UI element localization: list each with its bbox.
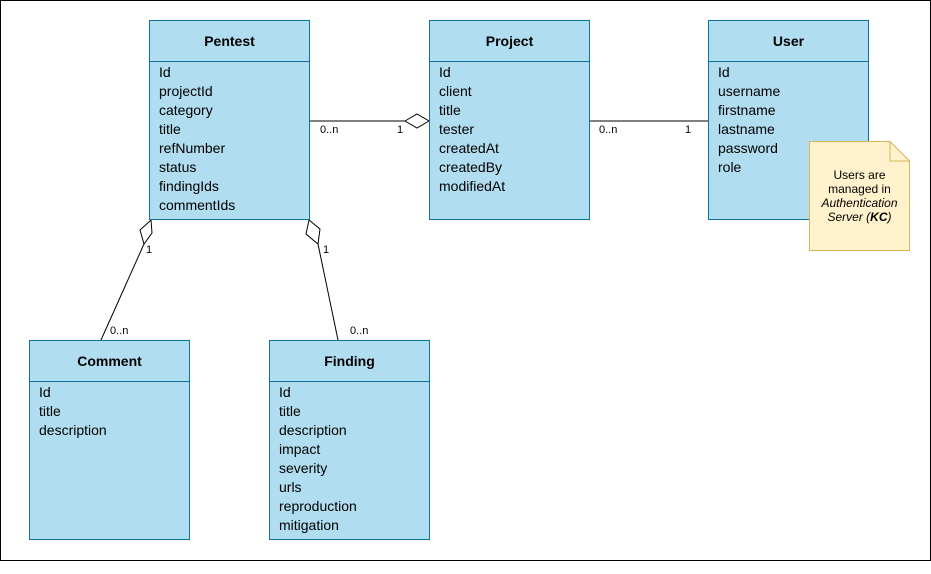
pentest-finding-connector [317, 243, 339, 341]
field: Id [39, 384, 51, 400]
entity-finding[interactable]: Finding Id title description impact seve… [269, 340, 430, 540]
field: firstname [718, 102, 776, 118]
multiplicity-label: 0..n [350, 325, 369, 337]
field: reproduction [279, 498, 357, 514]
entity-fields: Id title description impact severity url… [270, 382, 429, 535]
multiplicity-label: 0..n [110, 325, 129, 337]
multiplicity-label: 1 [397, 124, 404, 136]
entity-pentest[interactable]: Pentest Id projectId category title refN… [149, 20, 310, 220]
note-text-part: ) [887, 210, 892, 224]
field: mitigation [279, 517, 339, 533]
field: urls [279, 479, 302, 495]
entity-title: Pentest [150, 21, 309, 62]
note-text-part: Server ( [827, 210, 871, 224]
multiplicity-label: 1 [323, 244, 330, 256]
pentest-finding-aggregation-diamond [305, 219, 321, 245]
field: impact [279, 441, 321, 457]
field: category [159, 102, 213, 118]
entity-fields: Id client title tester createdAt created… [430, 62, 589, 196]
field: description [279, 422, 347, 438]
entity-fields: Id username firstname lastname password … [709, 62, 868, 177]
multiplicity-label: 0..n [320, 124, 339, 136]
entity-title: Comment [30, 341, 189, 382]
field: Id [439, 64, 451, 80]
field: title [39, 403, 61, 419]
note-line: managed in [828, 182, 891, 196]
multiplicity-label: 0..n [599, 124, 618, 136]
field: createdAt [439, 140, 499, 156]
field: title [439, 102, 461, 118]
field: lastname [718, 121, 775, 137]
entity-title: Project [430, 21, 589, 62]
field: status [159, 159, 197, 175]
field: client [439, 83, 472, 99]
note-text-bold: KC [870, 210, 888, 224]
pentest-comment-connector [100, 243, 145, 341]
note-line: Authentication [821, 196, 898, 210]
field: severity [279, 460, 328, 476]
field: Id [279, 384, 291, 400]
field: Id [718, 64, 730, 80]
field: findingIds [159, 178, 219, 194]
note-shape [809, 141, 910, 251]
field: Id [159, 64, 171, 80]
entity-fields: Id title description [30, 382, 189, 440]
field: description [39, 422, 107, 438]
multiplicity-label: 1 [685, 124, 692, 136]
pentest-comment-aggregation-diamond [139, 218, 153, 246]
entity-project[interactable]: Project Id client title tester createdAt… [429, 20, 590, 220]
pentest-project-aggregation-diamond [404, 113, 430, 129]
entity-title: Finding [270, 341, 429, 382]
field: role [718, 159, 742, 175]
field: username [718, 83, 781, 99]
field: tester [439, 121, 475, 137]
note-text: Users are managed in Authentication Serv… [809, 168, 910, 224]
note-line: Users are [833, 168, 886, 182]
entity-title: User [709, 21, 868, 62]
entity-fields: Id projectId category title refNumber st… [150, 62, 309, 215]
field: title [279, 403, 301, 419]
entity-comment[interactable]: Comment Id title description [29, 340, 190, 540]
field: password [718, 140, 778, 156]
field: title [159, 121, 181, 137]
note[interactable]: Users are managed in Authentication Serv… [809, 141, 910, 251]
field: createdBy [439, 159, 503, 175]
field: modifiedAt [439, 178, 506, 194]
note-line: Server (KC) [809, 210, 910, 224]
field: commentIds [159, 197, 236, 213]
field: refNumber [159, 140, 226, 156]
field: projectId [159, 83, 213, 99]
multiplicity-label: 1 [146, 244, 153, 256]
